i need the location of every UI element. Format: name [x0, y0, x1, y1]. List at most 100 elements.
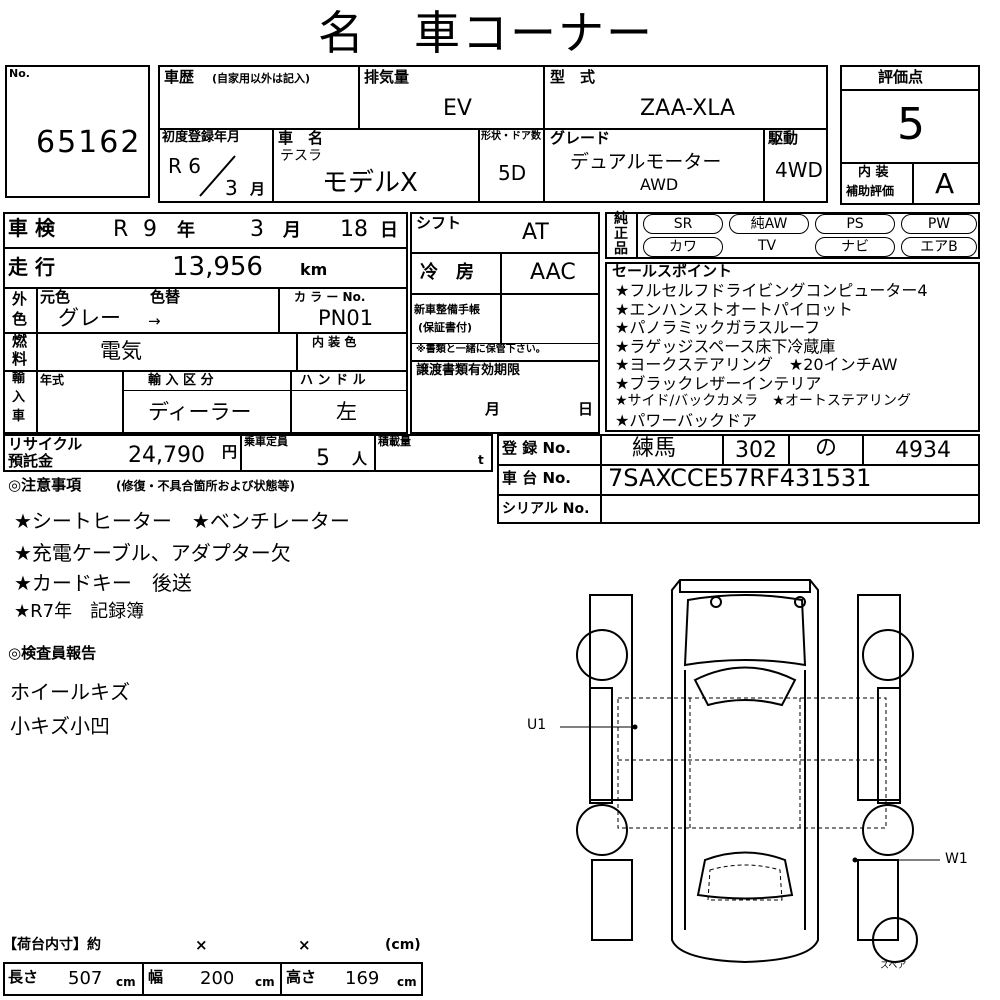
page-title: 名 車コーナー [318, 6, 654, 60]
inspection-day-unit: 日 [380, 220, 398, 241]
inspector-item: ホイールキズ [10, 680, 130, 704]
first-reg-slash [199, 155, 236, 197]
sales-point-item: ★パノラミックガラスルーフ [615, 318, 821, 337]
import-year-label: 年式 [40, 373, 65, 387]
mileage-unit: km [300, 260, 328, 279]
equipment-label-2: 正 [614, 226, 628, 242]
model-code-label: 型 式 [550, 68, 596, 86]
note-item: ★R7年 記録簿 [14, 601, 145, 622]
serial-label: シリアル No. [502, 501, 590, 517]
sales-point-item: ★ヨークステアリング ★20インチAW [615, 355, 898, 374]
recycle-table [3, 434, 493, 472]
body-value: 5D [498, 161, 527, 185]
inspector-title: ◎検査員報告 [8, 644, 97, 662]
color-code: PN01 [318, 306, 374, 330]
capacity-value: 5 [316, 446, 330, 471]
drive-value: 4WD [775, 158, 823, 182]
drive-label: 駆動 [768, 129, 799, 147]
sales-point-item: ★フルセルフドライビングコンピューター4 [615, 281, 928, 300]
shift-table [410, 212, 600, 434]
first-reg-month: 3 [225, 176, 238, 200]
first-reg-era: R 6 [168, 154, 201, 178]
cargo-width-unit: cm [255, 975, 275, 989]
equip-aw: 純AW [729, 214, 809, 234]
color-code-label: カ ラ ー No. [294, 290, 366, 304]
inspection-label: 車 検 [8, 216, 55, 240]
sales-point-item: ★エンハンストオートパイロット [615, 299, 854, 319]
cargo-width-label: 幅 [148, 968, 164, 986]
interior-color-label: 内 装 色 [312, 335, 357, 349]
docs-month: 月 [485, 400, 501, 418]
outer-color-label-1: 外 [12, 290, 28, 308]
interior-label-1: 内 装 [858, 165, 889, 180]
note-item: ★充電ケーブル、アダプター欠 [14, 541, 291, 565]
warranty-note: ※書類と一緒に保管下さい。 [416, 344, 546, 355]
import-type-label: 輸 入 区 分 [148, 373, 214, 388]
docs-day: 日 [578, 400, 594, 418]
note-item: ★カードキー 後送 [14, 571, 192, 595]
inspection-year-unit: 年 [177, 220, 195, 241]
body-label: 形状・ドア数 [481, 131, 541, 142]
warranty-label-1: 新車整備手帳 [414, 303, 480, 316]
registration-table [497, 434, 980, 524]
score-label: 評価点 [878, 68, 924, 86]
sales-point-item: ★パワーバックドア [615, 410, 758, 430]
equipment-box [605, 212, 980, 259]
equipment-label-3: 品 [614, 241, 628, 257]
reg-class: 302 [735, 438, 777, 463]
notes-sub: (修復・不具合箇所および状態等) [116, 479, 295, 493]
grade-line1: デュアルモーター [570, 151, 722, 173]
sales-point-item: ★ラゲッジスペース床下冷蔵庫 [615, 336, 836, 356]
equipment-label-1: 純 [614, 211, 628, 227]
import-label-2: 入 [12, 390, 26, 405]
inspector-item: 小キズ小凹 [10, 714, 110, 738]
inspection-era: R [113, 217, 129, 242]
inspection-day: 18 [340, 217, 368, 242]
inspection-month-unit: 月 [283, 220, 301, 241]
load-unit: t [478, 453, 484, 467]
history-sub: (自家用以外は記入) [212, 72, 311, 85]
import-label-1: 輸 [12, 371, 26, 386]
docs-label: 譲渡書類有効期限 [416, 363, 521, 378]
car-maker: テスラ [280, 148, 322, 164]
sales-points-label: セールスポイント [612, 262, 733, 280]
lot-number: 65162 [36, 125, 142, 160]
score-value: 5 [897, 99, 925, 150]
fuel-label-1: 燃 [12, 332, 28, 350]
score-box [840, 65, 980, 205]
spec-table [158, 65, 828, 203]
sales-points-box [605, 262, 980, 432]
reg-kana: の [815, 436, 838, 461]
equip-tv: TV [758, 238, 777, 254]
displacement-value: EV [443, 96, 472, 121]
sales-point-item: ★サイド/バックカメラ ★オートステアリング [615, 393, 911, 409]
cargo-height-unit: cm [397, 975, 417, 989]
shift-label: シフト [416, 214, 462, 232]
car-diagram [560, 579, 940, 964]
fuel-label-2: 料 [12, 350, 28, 368]
import-label-3: 車 [12, 409, 26, 424]
cargo-length-label: 長さ [8, 968, 39, 986]
color-value: グレー [58, 306, 121, 330]
cargo-width: 200 [200, 968, 235, 989]
mileage-label: 走 行 [8, 255, 55, 279]
capacity-unit: 人 [352, 450, 368, 468]
inspection-month: 3 [250, 217, 264, 242]
notes-title: ◎注意事項 [8, 476, 82, 494]
first-reg-label: 初度登録年月 [162, 130, 241, 145]
equip-airbag: エアB [901, 237, 977, 257]
cargo-x1: × [195, 936, 208, 954]
mileage-value: 13,956 [172, 252, 263, 282]
equip-leather: カワ [643, 237, 723, 257]
detail-table [3, 212, 408, 434]
recycle-value: 24,790 [128, 443, 205, 468]
registration-label: 登 録 No. [502, 439, 572, 457]
displacement-label: 排気量 [364, 68, 410, 86]
first-reg-month-unit: 月 [250, 180, 266, 198]
damage-mark-left: U1 [527, 717, 547, 733]
note-item: ★シートヒーター ★ベンチレーター [14, 509, 350, 533]
spare-label: スペア [880, 961, 907, 971]
reg-place: 練馬 [632, 436, 677, 461]
lot-label: No. [9, 67, 30, 80]
grade-line2: AWD [640, 175, 679, 194]
